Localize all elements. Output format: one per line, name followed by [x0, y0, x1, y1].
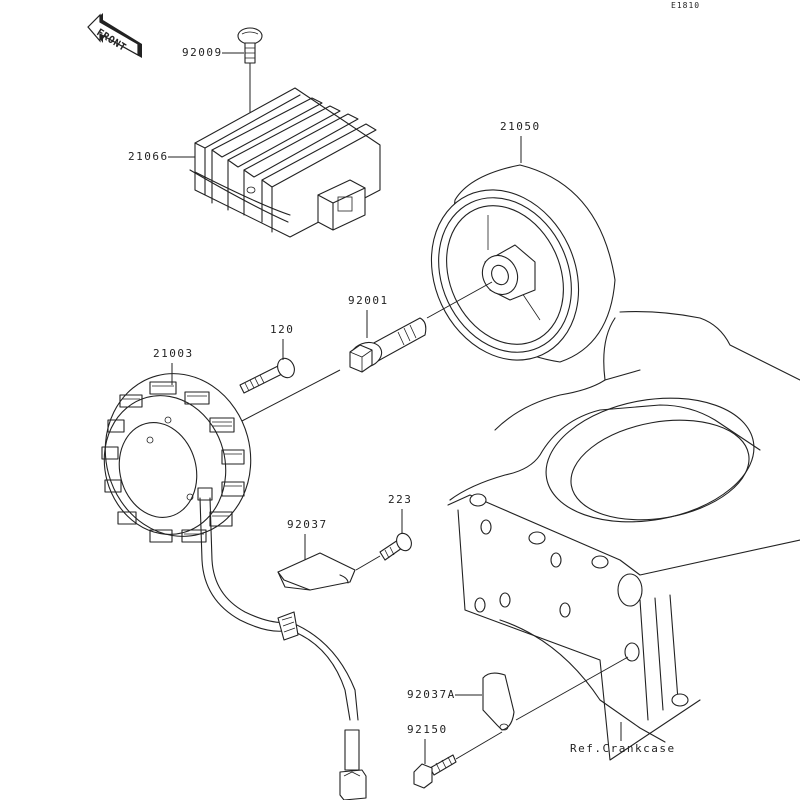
callout-label-21066: 21066	[128, 150, 169, 163]
callout-label-92009: 92009	[182, 46, 223, 59]
callout-label-223: 223	[388, 493, 412, 506]
callout-21003: 21003	[153, 347, 194, 385]
callout-223: 223	[388, 493, 412, 534]
front-arrow-icon: FRONT	[87, 13, 142, 58]
callout-ref-crankcase: Ref.Crankcase	[570, 722, 676, 755]
callout-label-ref-crankcase: Ref.Crankcase	[570, 742, 676, 755]
part-21066-regulator[interactable]	[189, 87, 381, 238]
callout-label-92150: 92150	[407, 723, 448, 736]
callout-label-92037: 92037	[287, 518, 328, 531]
part-92037A-clamp[interactable]	[482, 656, 629, 731]
callout-label-92037A: 92037A	[407, 688, 456, 701]
callout-92150: 92150	[407, 723, 448, 764]
callout-21066: 21066	[128, 150, 195, 163]
part-92037-plate[interactable]	[277, 552, 356, 591]
part-92150-bolt[interactable]	[413, 731, 503, 789]
part-21050-flywheel[interactable]	[404, 164, 616, 384]
callout-92037A: 92037A	[407, 688, 482, 701]
callout-label-21003: 21003	[153, 347, 194, 360]
callout-120: 120	[270, 323, 294, 360]
part-223-bolt[interactable]	[355, 531, 414, 571]
callout-label-21050: 21050	[500, 120, 541, 133]
callout-92001: 92001	[348, 294, 389, 338]
callout-label-92001: 92001	[348, 294, 389, 307]
crankcase-reference	[447, 311, 800, 761]
callout-label-120: 120	[270, 323, 294, 336]
callout-92009: 92009	[182, 46, 244, 59]
part-120-bolt[interactable]	[239, 356, 297, 394]
diagram-reference-code: E1810	[671, 1, 700, 10]
callout-21050: 21050	[500, 120, 541, 163]
part-21003-stator[interactable]	[87, 357, 367, 800]
part-92001-bolt[interactable]	[239, 317, 427, 423]
callout-92037: 92037	[287, 518, 328, 560]
